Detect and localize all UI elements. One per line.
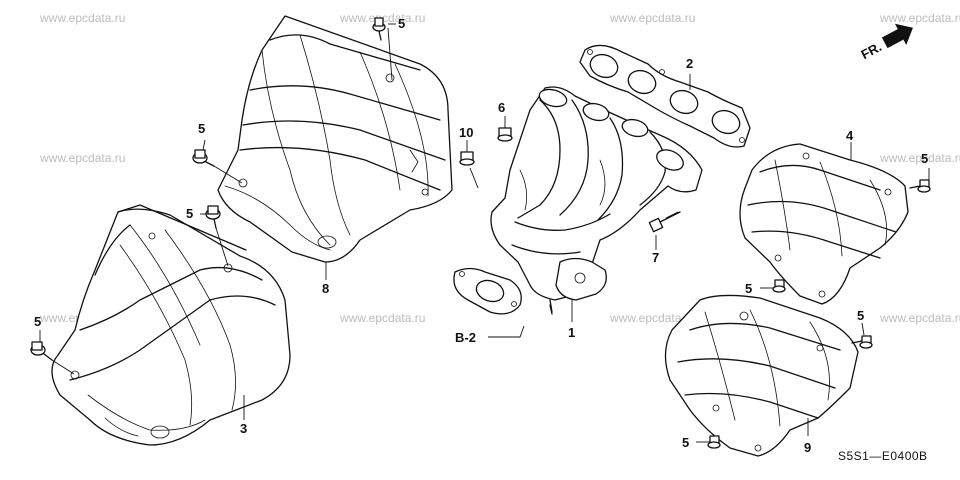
fasteners bbox=[30, 17, 931, 449]
heat-shield-right-upper bbox=[739, 143, 909, 305]
watermark: www.epcdata.ru bbox=[879, 11, 960, 25]
exhaust-manifold bbox=[453, 86, 703, 315]
bolt-icon bbox=[909, 179, 931, 193]
heat-shield-right-lower bbox=[664, 294, 859, 457]
nut-icon bbox=[497, 127, 513, 142]
callout-4: 4 bbox=[846, 128, 854, 143]
callout-5: 5 bbox=[186, 206, 193, 221]
callout-1: 1 bbox=[568, 325, 575, 340]
diagram-code: S5S1—E0400B bbox=[838, 449, 928, 463]
bolt-icon bbox=[707, 435, 721, 449]
watermark: www.epcdata.ru bbox=[609, 311, 695, 325]
bolt-icon bbox=[772, 279, 786, 293]
callout-2: 2 bbox=[686, 56, 693, 71]
callout-6: 6 bbox=[498, 100, 505, 115]
callout-8: 8 bbox=[322, 281, 329, 296]
callout-5: 5 bbox=[921, 151, 928, 166]
nut-icon bbox=[459, 151, 475, 166]
bolt-icon bbox=[372, 17, 386, 41]
callout-labels: 5 5 5 5 5 5 5 5 10 6 2 4 7 8 1 3 9 B-2 bbox=[34, 16, 928, 455]
callout-5: 5 bbox=[398, 16, 405, 31]
bolt-icon bbox=[205, 205, 221, 229]
manifold-gasket bbox=[579, 44, 751, 148]
heat-shield-lower bbox=[51, 204, 291, 446]
bolt-icon bbox=[851, 335, 873, 349]
callout-5: 5 bbox=[198, 121, 205, 136]
leader-lines bbox=[39, 23, 930, 443]
callout-7: 7 bbox=[652, 250, 659, 265]
front-label: FR. bbox=[858, 39, 884, 62]
watermark: www.epcdata.ru bbox=[39, 151, 125, 165]
bolt-icon bbox=[192, 149, 215, 167]
callout-9: 9 bbox=[804, 440, 811, 455]
callout-5: 5 bbox=[857, 308, 864, 323]
bolt-icon bbox=[30, 341, 53, 361]
callout-10: 10 bbox=[459, 125, 473, 140]
callout-5: 5 bbox=[34, 314, 41, 329]
heat-shield-upper bbox=[217, 15, 453, 263]
bolt-icon bbox=[648, 211, 681, 233]
watermark: www.epcdata.ru bbox=[339, 311, 425, 325]
watermark: www.epcdata.ru bbox=[879, 311, 960, 325]
watermark: www.epcdata.ru bbox=[39, 11, 125, 25]
watermark: www.epcdata.ru bbox=[879, 151, 960, 165]
callout-b2: B-2 bbox=[455, 330, 476, 345]
callout-3: 3 bbox=[240, 421, 247, 436]
watermark: www.epcdata.ru bbox=[609, 11, 695, 25]
arrow-icon bbox=[881, 23, 913, 49]
callout-5: 5 bbox=[745, 281, 752, 296]
callout-5: 5 bbox=[682, 435, 689, 450]
